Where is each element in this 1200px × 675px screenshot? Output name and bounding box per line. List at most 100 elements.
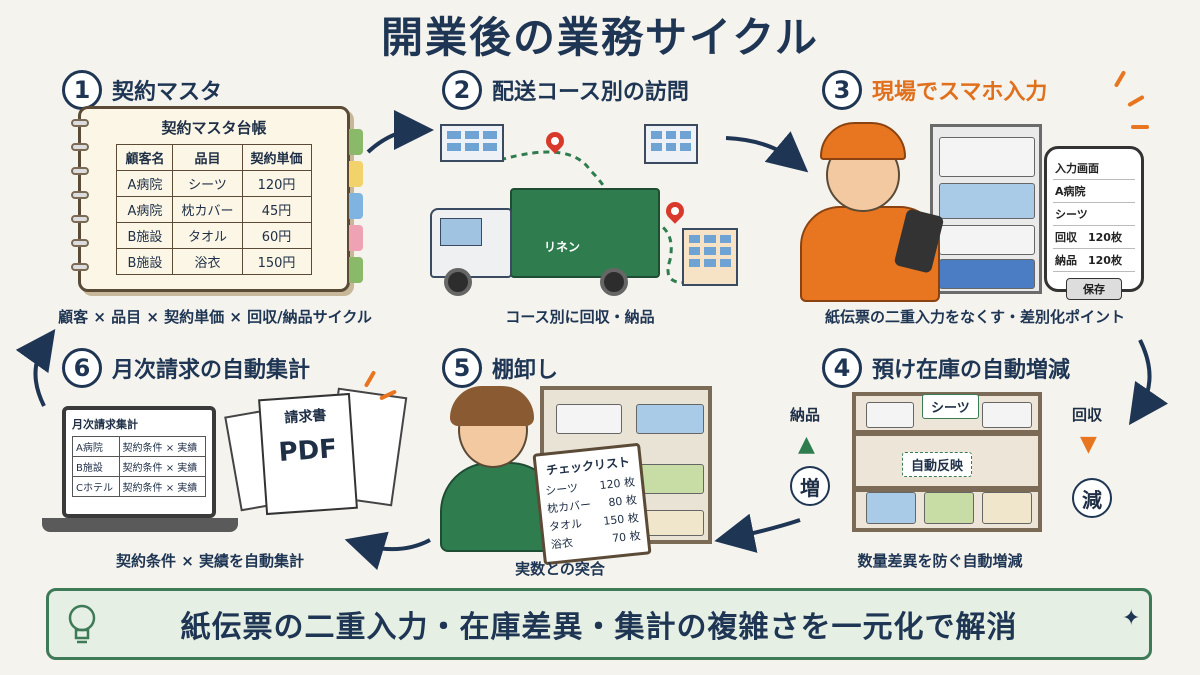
wheel-icon bbox=[600, 268, 628, 296]
table-row: A病院契約条件 × 実績 bbox=[72, 436, 207, 457]
staff-hair-icon bbox=[450, 386, 534, 426]
decrease-badge: 減 bbox=[1072, 478, 1112, 518]
billing-cell: 契約条件 × 実績 bbox=[118, 436, 207, 457]
table-row: A病院 シーツ 120円 bbox=[116, 170, 312, 197]
arrow-2-to-3 bbox=[725, 131, 809, 173]
page-title: 開業後の業務サイクル bbox=[381, 13, 819, 62]
ledger-cell: シーツ bbox=[172, 170, 243, 197]
invoice-pdf-icon: 請求書 PDF bbox=[258, 392, 358, 516]
step-3-caption: 紙伝票の二重入力をなくす・差別化ポイント bbox=[824, 308, 1125, 326]
ledger-cell: 浴衣 bbox=[172, 248, 243, 275]
billing-cell: A病院 bbox=[72, 436, 120, 457]
step-4-caption: 数量差異を防ぐ自動増減 bbox=[857, 552, 1023, 570]
phone-deliver: 納品 120枚 bbox=[1053, 249, 1135, 272]
ledger-cell: A病院 bbox=[116, 196, 174, 223]
billing-cell: 契約条件 × 実績 bbox=[118, 456, 207, 477]
building-icon bbox=[440, 124, 504, 162]
step-number: 5 bbox=[442, 348, 482, 388]
ledger-header: 顧客名 bbox=[116, 144, 174, 171]
phone-customer: A病院 bbox=[1053, 180, 1135, 203]
step-number: 6 bbox=[62, 348, 102, 388]
ledger-cell: 枕カバー bbox=[172, 196, 243, 223]
laptop-base-icon bbox=[42, 518, 238, 532]
phone-header: 入力画面 bbox=[1053, 157, 1135, 180]
step-5-header: 5 棚卸し bbox=[442, 348, 558, 388]
step-1-caption: 顧客 × 品目 × 契約単価 × 回収/納品サイクル bbox=[58, 308, 372, 326]
auto-reflect-label: 自動反映 bbox=[902, 452, 973, 477]
ledger-cell: タオル bbox=[172, 222, 243, 249]
billing-cell: 契約条件 × 実績 bbox=[118, 476, 207, 497]
step-title: 預け在庫の自動増減 bbox=[872, 358, 1071, 383]
hospital-icon bbox=[644, 124, 698, 164]
item-tag: シーツ bbox=[922, 394, 979, 419]
billing-screen-title: 月次請求集計 bbox=[72, 418, 138, 431]
step-number: 1 bbox=[62, 70, 102, 110]
billing-cell: B施設 bbox=[72, 456, 120, 477]
step-number: 4 bbox=[822, 348, 862, 388]
facility-icon bbox=[682, 228, 738, 286]
step-title: 現場でスマホ入力 bbox=[872, 80, 1048, 105]
table-row: B施設契約条件 × 実績 bbox=[72, 456, 207, 477]
step-4-header: 4 預け在庫の自動増減 bbox=[822, 348, 1070, 388]
dashed-route bbox=[499, 150, 701, 284]
step-3-header: 3 現場でスマホ入力 bbox=[822, 70, 1047, 110]
ledger-title: 契約マスタ台帳 bbox=[161, 119, 267, 137]
table-row: Cホテル契約条件 × 実績 bbox=[72, 476, 207, 497]
ledger-cell: 45円 bbox=[241, 196, 312, 223]
increase-badge: 増 bbox=[790, 466, 830, 506]
step-number: 2 bbox=[442, 70, 482, 110]
step-2-header: 2 配送コース別の訪問 bbox=[442, 70, 689, 110]
table-row: A病院 枕カバー 45円 bbox=[116, 196, 312, 223]
laptop-screen: 月次請求集計 A病院契約条件 × 実績 B施設契約条件 × 実績 Cホテル契約条… bbox=[62, 406, 216, 518]
table-row: B施設 タオル 60円 bbox=[116, 222, 312, 249]
wheel-icon bbox=[444, 268, 472, 296]
truck-label: リネン bbox=[544, 240, 581, 254]
truck-cab-icon bbox=[430, 208, 512, 278]
ledger-cell: B施設 bbox=[116, 248, 174, 275]
linen-cart-icon bbox=[930, 124, 1042, 294]
save-button[interactable]: 保存 bbox=[1066, 278, 1122, 300]
delivery-route-illustration: リネン bbox=[420, 110, 740, 310]
truck-cargo-icon bbox=[510, 188, 660, 278]
pdf-label: PDF bbox=[277, 434, 338, 469]
emphasis-spark-icon bbox=[1131, 125, 1149, 129]
arrow-5-to-6 bbox=[344, 531, 431, 571]
step-title: 棚卸し bbox=[492, 358, 559, 383]
step-2-caption: コース別に回収・納品 bbox=[505, 308, 655, 326]
step-1-header: 1 契約マスタ bbox=[62, 70, 222, 110]
deliver-label: 納品 bbox=[790, 406, 821, 424]
ledger-cell: A病院 bbox=[116, 170, 174, 197]
arrow-4-to-5 bbox=[714, 513, 801, 553]
step-title: 配送コース別の訪問 bbox=[492, 80, 689, 105]
ledger-cell: 60円 bbox=[241, 222, 312, 249]
arrow-1-to-2 bbox=[366, 110, 434, 154]
phone-collect: 回収 120枚 bbox=[1053, 226, 1135, 249]
step-number: 3 bbox=[822, 70, 862, 110]
arrow-6-to-1 bbox=[15, 328, 56, 407]
index-tabs bbox=[349, 129, 363, 283]
step-title: 月次請求の自動集計 bbox=[112, 358, 311, 383]
summary-banner: 紙伝票の二重入力・在庫差異・集計の複雑さを一元化で解消 bbox=[46, 588, 1152, 660]
arrow-up-icon: ▲ bbox=[798, 432, 815, 457]
ledger-header: 品目 bbox=[172, 144, 243, 171]
ledger-cell: 150円 bbox=[241, 248, 312, 275]
ledger-cell: 120円 bbox=[241, 170, 312, 197]
binder-rings bbox=[71, 119, 89, 271]
sparkle-icon: ✦ bbox=[1122, 606, 1141, 631]
invoice-title: 請求書 bbox=[283, 407, 327, 427]
step-5-caption: 実数との突合 bbox=[515, 560, 605, 578]
billing-cell: Cホテル bbox=[72, 476, 120, 497]
step-6-header: 6 月次請求の自動集計 bbox=[62, 348, 310, 388]
contract-ledger: 契約マスタ台帳 顧客名 品目 契約単価 A病院 シーツ 120円 A病院 枕カバ… bbox=[71, 106, 363, 292]
ledger-header: 契約単価 bbox=[241, 144, 312, 171]
collect-label: 回収 bbox=[1072, 406, 1103, 424]
ledger-table: 顧客名 品目 契約単価 A病院 シーツ 120円 A病院 枕カバー 45円 B施… bbox=[116, 144, 312, 275]
arrow-down-icon: ▼ bbox=[1080, 432, 1097, 457]
step-title: 契約マスタ bbox=[112, 80, 223, 105]
ledger-cell: B施設 bbox=[116, 222, 174, 249]
table-row: B施設 浴衣 150円 bbox=[116, 248, 312, 275]
phone-input-screen: 入力画面 A病院 シーツ 回収 120枚 納品 120枚 保存 bbox=[1044, 146, 1144, 300]
lightbulb-icon bbox=[68, 604, 96, 644]
